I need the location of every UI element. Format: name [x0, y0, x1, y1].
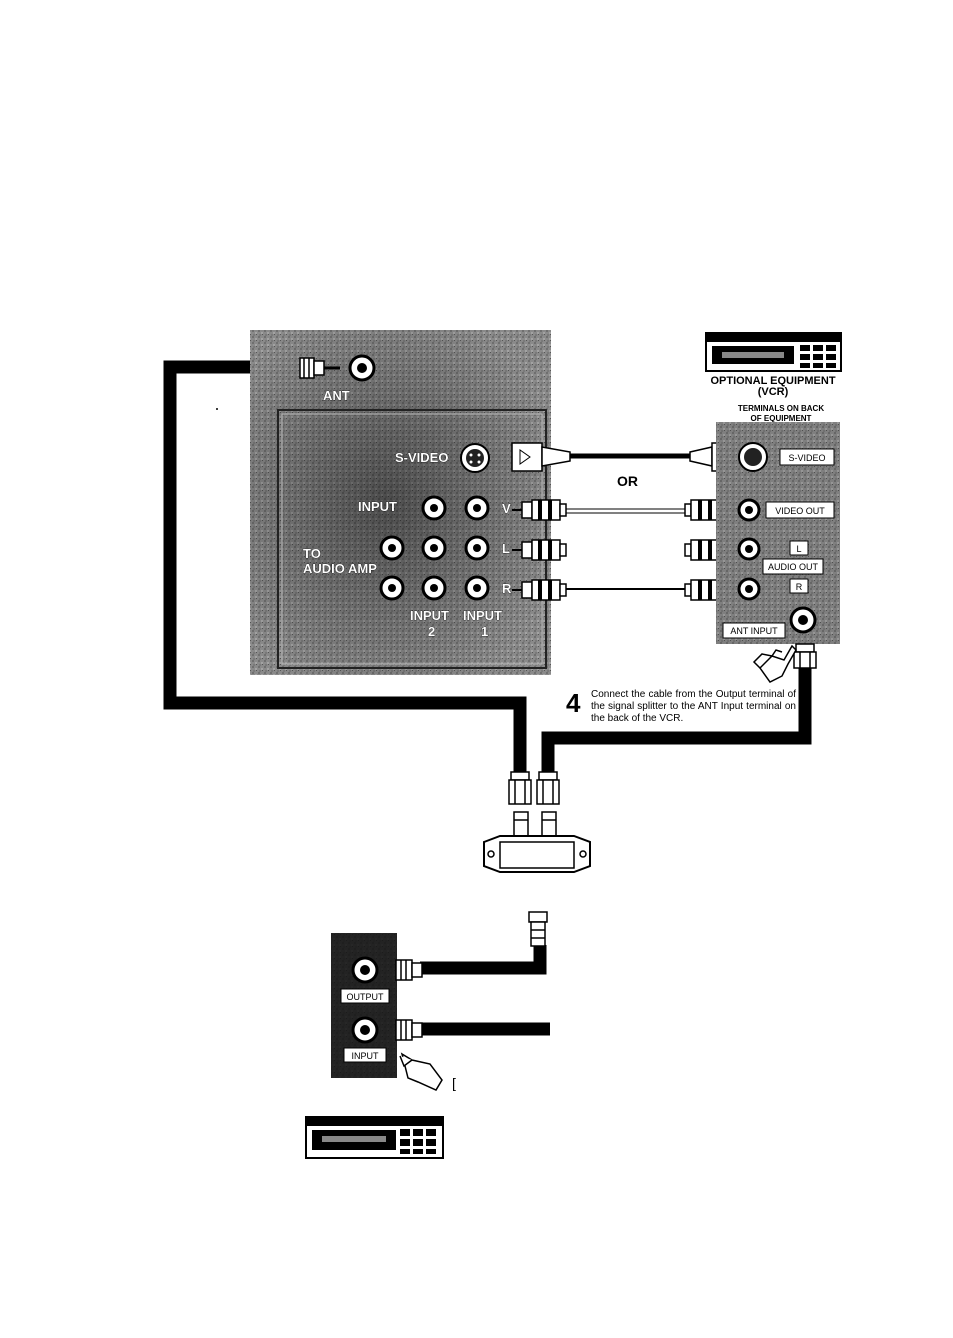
tv-input2-number: 2 — [428, 624, 435, 639]
step-instruction: Connect the cable from the Output termin… — [591, 689, 796, 725]
wall-input-jack[interactable] — [353, 1018, 377, 1042]
tv-row-r-label: R — [502, 581, 512, 596]
step-number: 4 — [566, 688, 580, 719]
tv-back-panel: ANT S-VIDEO INPUT TO AUDIO AMP — [250, 330, 551, 675]
wall-plate-plugs — [396, 960, 422, 1040]
tv-svideo-jack[interactable] — [461, 444, 489, 472]
vcr-video-out-jack[interactable] — [739, 500, 759, 520]
stray-mark: [ — [452, 1075, 456, 1091]
vcr-svideo-jack[interactable] — [739, 443, 767, 471]
vcr-icon-top — [706, 333, 841, 371]
tv-input2-label: INPUT — [410, 608, 449, 623]
vcr-terminals-line2: OF EQUIPMENT — [751, 414, 812, 423]
vcr-icon-bottom — [306, 1117, 443, 1158]
or-label: OR — [617, 473, 638, 489]
rca-cables — [512, 500, 729, 600]
tv-ant-jack[interactable] — [350, 356, 374, 380]
vcr-ant-plug — [794, 644, 816, 668]
pointing-hand-icon — [754, 646, 796, 682]
vcr-r-label: R — [796, 582, 803, 592]
wall-output-label: OUTPUT — [347, 992, 385, 1002]
tv-row-l-label: L — [502, 541, 510, 556]
tv-input-label: INPUT — [358, 499, 397, 514]
pointing-hand-icon-2 — [400, 1054, 442, 1090]
tv-input1-number: 1 — [481, 624, 488, 639]
vcr-l-label: L — [796, 544, 801, 554]
tv-audio-amp-label: AUDIO AMP — [303, 561, 377, 576]
vcr-ant-input-jack[interactable] — [791, 608, 815, 632]
wall-plate: OUTPUT INPUT — [331, 933, 397, 1078]
cable-end-plug — [529, 912, 547, 946]
speck — [216, 408, 218, 410]
vcr-audio-out-label: AUDIO OUT — [768, 562, 819, 572]
tv-input1-label: INPUT — [463, 608, 502, 623]
vcr-back-panel: S-VIDEO VIDEO OUT L AUDIO OUT R ANT INPU… — [716, 422, 840, 644]
vcr-audio-l-jack[interactable] — [739, 539, 759, 559]
wall-output-jack[interactable] — [353, 958, 377, 982]
tv-svideo-label: S-VIDEO — [395, 450, 448, 465]
vcr-terminals-line1: TERMINALS ON BACK — [738, 404, 824, 413]
wall-input-label: INPUT — [352, 1051, 380, 1061]
signal-splitter — [484, 772, 590, 872]
tv-ant-label: ANT — [323, 388, 350, 403]
vcr-svideo-label: S-VIDEO — [788, 453, 825, 463]
vcr-audio-r-jack[interactable] — [739, 579, 759, 599]
tv-to-label: TO — [303, 546, 321, 561]
tv-row-v-label: V — [502, 501, 511, 516]
vcr-title-line2: (VCR) — [758, 386, 789, 398]
vcr-video-out-label: VIDEO OUT — [775, 506, 825, 516]
vcr-ant-input-label: ANT INPUT — [730, 626, 778, 636]
